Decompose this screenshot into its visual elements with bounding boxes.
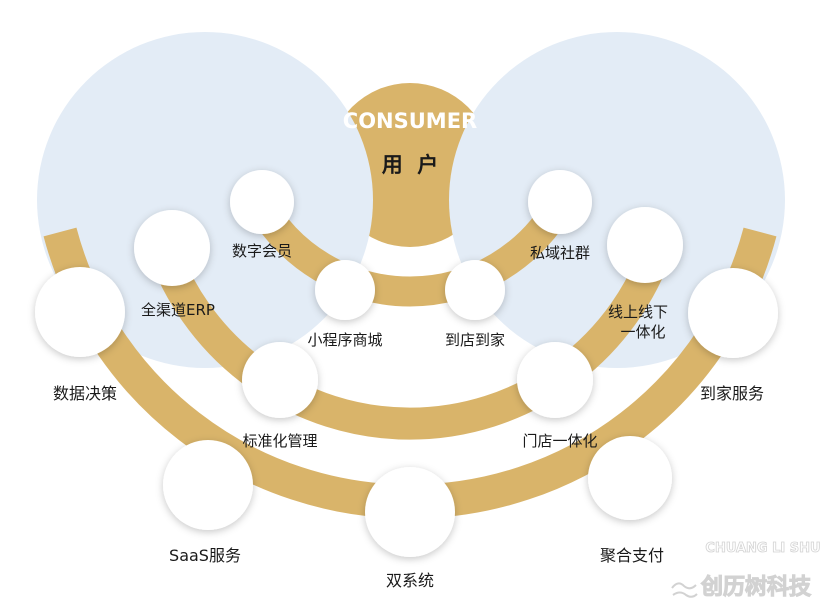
node-member[interactable]: [230, 170, 294, 234]
label-member: 数字会员: [232, 242, 292, 260]
node-store-home[interactable]: [445, 260, 505, 320]
label-payment: 聚合支付: [600, 546, 664, 565]
label-saas: SaaS服务: [169, 546, 241, 565]
node-erp[interactable]: [134, 210, 210, 286]
label-store-home: 到店到家: [445, 331, 505, 349]
label-dual-system: 双系统: [386, 571, 434, 590]
inner-arc-band: [244, 192, 576, 307]
node-mini-mall[interactable]: [315, 260, 375, 320]
label-data-decision: 数据决策: [53, 384, 117, 403]
watermark-logo: CHUANG LI SHU 创历树科技: [669, 541, 821, 601]
node-online-offline[interactable]: [607, 207, 683, 283]
node-dual-system[interactable]: [365, 467, 455, 557]
label-online-offline-1: 线上线下: [608, 303, 668, 321]
label-home-service: 到家服务: [700, 384, 764, 403]
node-data-decision[interactable]: [35, 267, 125, 357]
consumer-en-title: CONSUMER: [343, 109, 477, 133]
node-private-community[interactable]: [528, 170, 592, 234]
svg-text:CHUANG LI SHU: CHUANG LI SHU: [705, 541, 820, 556]
node-store-integration[interactable]: [517, 342, 593, 418]
label-online-offline-2: 一体化: [620, 323, 665, 341]
node-home-service[interactable]: [688, 268, 778, 358]
label-private-community: 私域社群: [530, 244, 590, 262]
node-payment[interactable]: [588, 436, 672, 520]
left-blue-circle: [37, 32, 373, 368]
label-standard-mgmt: 标准化管理: [242, 432, 317, 450]
label-store-integration: 门店一体化: [522, 432, 597, 450]
consumer-cn-title: 用 户: [382, 153, 439, 177]
label-mini-mall: 小程序商城: [307, 331, 382, 349]
node-saas[interactable]: [163, 440, 253, 530]
middle-arc-band: [144, 235, 676, 440]
svg-text:创历树科技: 创历树科技: [700, 574, 812, 600]
label-erp: 全渠道ERP: [141, 301, 215, 319]
node-standard-mgmt[interactable]: [242, 342, 318, 418]
